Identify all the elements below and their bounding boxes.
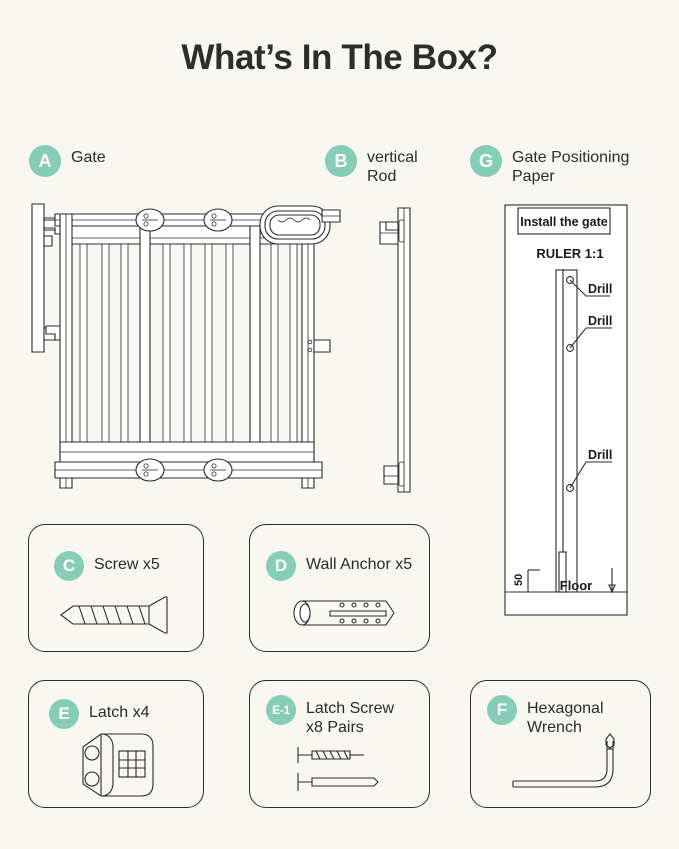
legend-label-vertical-rod: vertical Rod <box>367 149 418 185</box>
paper-drill-label-2: Drill <box>588 314 612 328</box>
hex-wrench-icon <box>509 729 629 799</box>
card-label-latch-screw: Latch Screw x8 Pairs <box>306 700 395 736</box>
page-title: What’s In The Box? <box>181 38 498 77</box>
badge-e: E <box>49 699 79 729</box>
screw-icon <box>57 593 175 637</box>
card-label-wall-anchor: Wall Anchor x5 <box>306 556 413 573</box>
badge-d: D <box>266 551 296 581</box>
item-card-wall-anchor: D Wall Anchor x5 <box>249 524 430 652</box>
paper-drill-label-1: Drill <box>588 282 612 296</box>
badge-a: A <box>29 145 61 177</box>
badge-b: B <box>325 145 357 177</box>
card-header-wall-anchor: D Wall Anchor x5 <box>266 551 412 581</box>
legend-label-gate: Gate <box>71 149 106 166</box>
badge-f: F <box>487 695 517 725</box>
mount-disc <box>135 458 165 482</box>
item-card-latch-screw: E-1 Latch Screw x8 Pairs <box>249 680 430 808</box>
card-header-screw: C Screw x5 <box>54 551 160 581</box>
latch-screw-icon <box>292 743 396 795</box>
item-card-latch: E Latch x4 <box>28 680 204 808</box>
mount-disc <box>203 458 233 482</box>
legend-label-gate-positioning-paper: Gate Positioning Paper <box>512 149 630 185</box>
card-header-latch-screw: E-1 Latch Screw x8 Pairs <box>266 695 394 737</box>
card-label-latch: Latch x4 <box>89 704 150 721</box>
badge-e1: E-1 <box>266 695 296 725</box>
vertical-rod-illustration <box>372 200 428 500</box>
gate-handle <box>259 205 341 245</box>
paper-header-text: Install the gate <box>520 215 608 229</box>
paper-ruler-text: RULER 1:1 <box>536 246 603 261</box>
card-header-hexagonal-wrench: F Hexagonal Wrench <box>487 695 604 737</box>
paper-floor-text: Floor <box>560 578 593 593</box>
legend-item-gate: A Gate <box>29 144 106 177</box>
badge-c: C <box>54 551 84 581</box>
card-label-hexagonal-wrench: Hexagonal Wrench <box>527 700 604 736</box>
gate-illustration <box>22 200 342 500</box>
paper-dimension-text: 50 <box>513 574 525 586</box>
item-card-screw: C Screw x5 <box>28 524 204 652</box>
wall-anchor-icon <box>290 591 402 635</box>
badge-g: G <box>470 145 502 177</box>
item-card-hexagonal-wrench: F Hexagonal Wrench <box>470 680 651 808</box>
legend-item-gate-positioning-paper: G Gate Positioning Paper <box>470 144 629 186</box>
gate-positioning-paper-illustration: Install the gate RULER 1:1 Drill Drill D… <box>500 200 630 620</box>
mount-disc <box>135 208 165 232</box>
paper-drill-label-3: Drill <box>588 448 612 462</box>
mount-disc <box>203 208 233 232</box>
legend-item-vertical-rod: B vertical Rod <box>325 144 418 186</box>
latch-icon <box>75 729 161 801</box>
card-label-screw: Screw x5 <box>94 556 160 573</box>
card-header-latch: E Latch x4 <box>49 699 149 729</box>
